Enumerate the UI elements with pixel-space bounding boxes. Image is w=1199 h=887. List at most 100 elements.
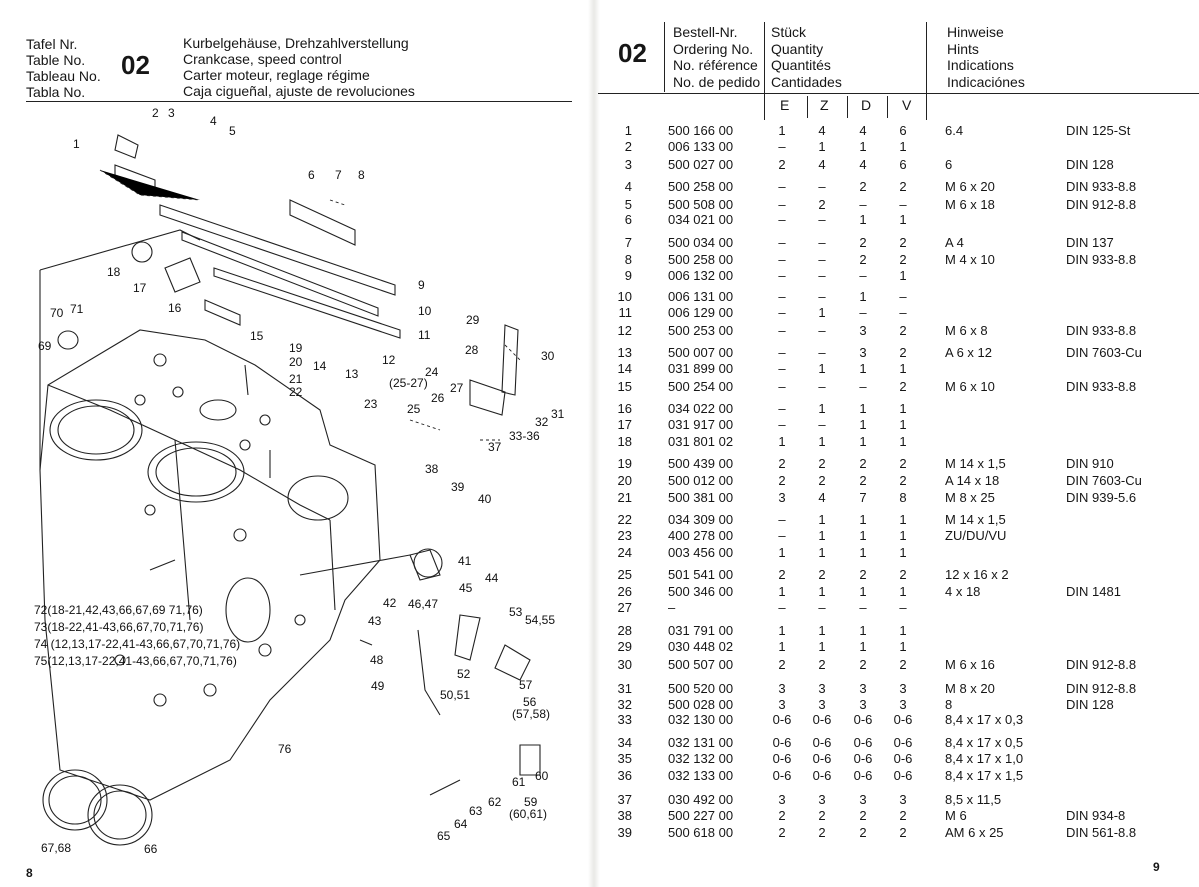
item-number: 1 (624, 123, 632, 138)
column-rule (847, 96, 848, 118)
table-label: Tabla No. (26, 84, 86, 100)
hint-size: M 6 x 18 (945, 197, 995, 212)
qty-v: 1 (899, 512, 907, 527)
order-number: 031 917 00 (668, 417, 734, 432)
left-page: Tafel Nr. Table No. Tableau No. Tabla No… (0, 0, 590, 887)
callout: 22 (289, 385, 303, 399)
item-number: 28 (617, 623, 632, 638)
qty-e: 3 (778, 697, 786, 712)
qty-z: 2 (818, 657, 826, 672)
callout: 23 (364, 397, 378, 411)
callout: 50,51 (440, 688, 470, 702)
hint-size: M 4 x 10 (945, 252, 995, 267)
qty-v: 2 (899, 345, 907, 360)
qty-v: 1 (899, 361, 907, 376)
callout: 9 (418, 278, 425, 292)
qty-v: 2 (899, 567, 907, 582)
item-number: 22 (617, 512, 632, 527)
qty-e: 0-6 (772, 735, 792, 750)
qty-d: 1 (859, 139, 867, 154)
qty-e: – (778, 252, 786, 267)
callout: 3 (168, 106, 175, 120)
qty-d: 1 (859, 289, 867, 304)
hint-standard: DIN 933-8.8 (1066, 323, 1137, 338)
order-number: 500 439 00 (668, 456, 734, 471)
callout: 27 (450, 381, 464, 395)
hint-size: A 4 (945, 235, 964, 250)
callout: 25 (407, 402, 421, 416)
qty-z: 4 (818, 490, 826, 505)
callout: 16 (168, 301, 182, 315)
qty-v: 1 (899, 584, 907, 599)
item-number: 2 (624, 139, 632, 154)
qty-variant-e: E (780, 97, 790, 113)
qty-v: 0-6 (893, 735, 913, 750)
qty-v: 2 (899, 808, 907, 823)
qty-d: – (859, 197, 867, 212)
item-number: 29 (617, 639, 632, 654)
callout: 67,68 (41, 841, 71, 855)
col-header-hints: Hinweise Hints Indications Indicaciónes (947, 24, 1025, 90)
qty-z: – (818, 179, 826, 194)
callout: 12 (382, 353, 396, 367)
qty-d: 3 (859, 681, 867, 696)
qty-d: – (859, 268, 867, 283)
kit-legend-line: 75(12,13,17-22,41-43,66,67,70,71,76) (34, 654, 237, 668)
qty-v: 1 (899, 545, 907, 560)
qty-v: 3 (899, 792, 907, 807)
order-number: 400 278 00 (668, 528, 734, 543)
qty-e: 2 (778, 456, 786, 471)
qty-e: 1 (778, 123, 786, 138)
qty-d: 2 (859, 252, 867, 267)
item-number: 7 (624, 235, 632, 250)
callout: 26 (431, 391, 445, 405)
item-number: 27 (617, 600, 632, 615)
hint-size: AM 6 x 25 (945, 825, 1004, 840)
hint-standard: DIN 939-5.6 (1066, 490, 1137, 505)
qty-e: 1 (778, 639, 786, 654)
callout: (25-27) (389, 376, 428, 390)
callout: 8 (358, 168, 365, 182)
callout: 62 (488, 795, 502, 809)
qty-d: – (859, 305, 867, 320)
qty-e: 2 (778, 825, 786, 840)
qty-v: 1 (899, 139, 907, 154)
qty-v: 2 (899, 179, 907, 194)
qty-e: – (778, 179, 786, 194)
order-number: 030 448 02 (668, 639, 734, 654)
order-number: 006 132 00 (668, 268, 734, 283)
col-header-line: Indications (947, 57, 1014, 73)
col-header-line: Bestell-Nr. (673, 24, 738, 40)
column-rule (664, 22, 665, 92)
column-rule (764, 22, 765, 120)
callout: 54,55 (525, 613, 555, 627)
hint-size: A 6 x 12 (945, 345, 992, 360)
qty-z: – (818, 345, 826, 360)
qty-e: – (778, 289, 786, 304)
qty-d: 2 (859, 179, 867, 194)
item-number: 19 (617, 456, 632, 471)
item-number: 12 (617, 323, 632, 338)
qty-e: – (778, 379, 786, 394)
qty-variant-d: D (861, 97, 872, 113)
callout: 13 (345, 367, 359, 381)
callout: 18 (107, 265, 121, 279)
qty-e: – (778, 197, 786, 212)
qty-e: 1 (778, 434, 786, 449)
qty-d: 7 (859, 490, 867, 505)
hint-standard: DIN 7603-Cu (1066, 473, 1142, 488)
qty-v: 2 (899, 235, 907, 250)
qty-z: – (818, 252, 826, 267)
hint-size: M 6 x 20 (945, 179, 995, 194)
